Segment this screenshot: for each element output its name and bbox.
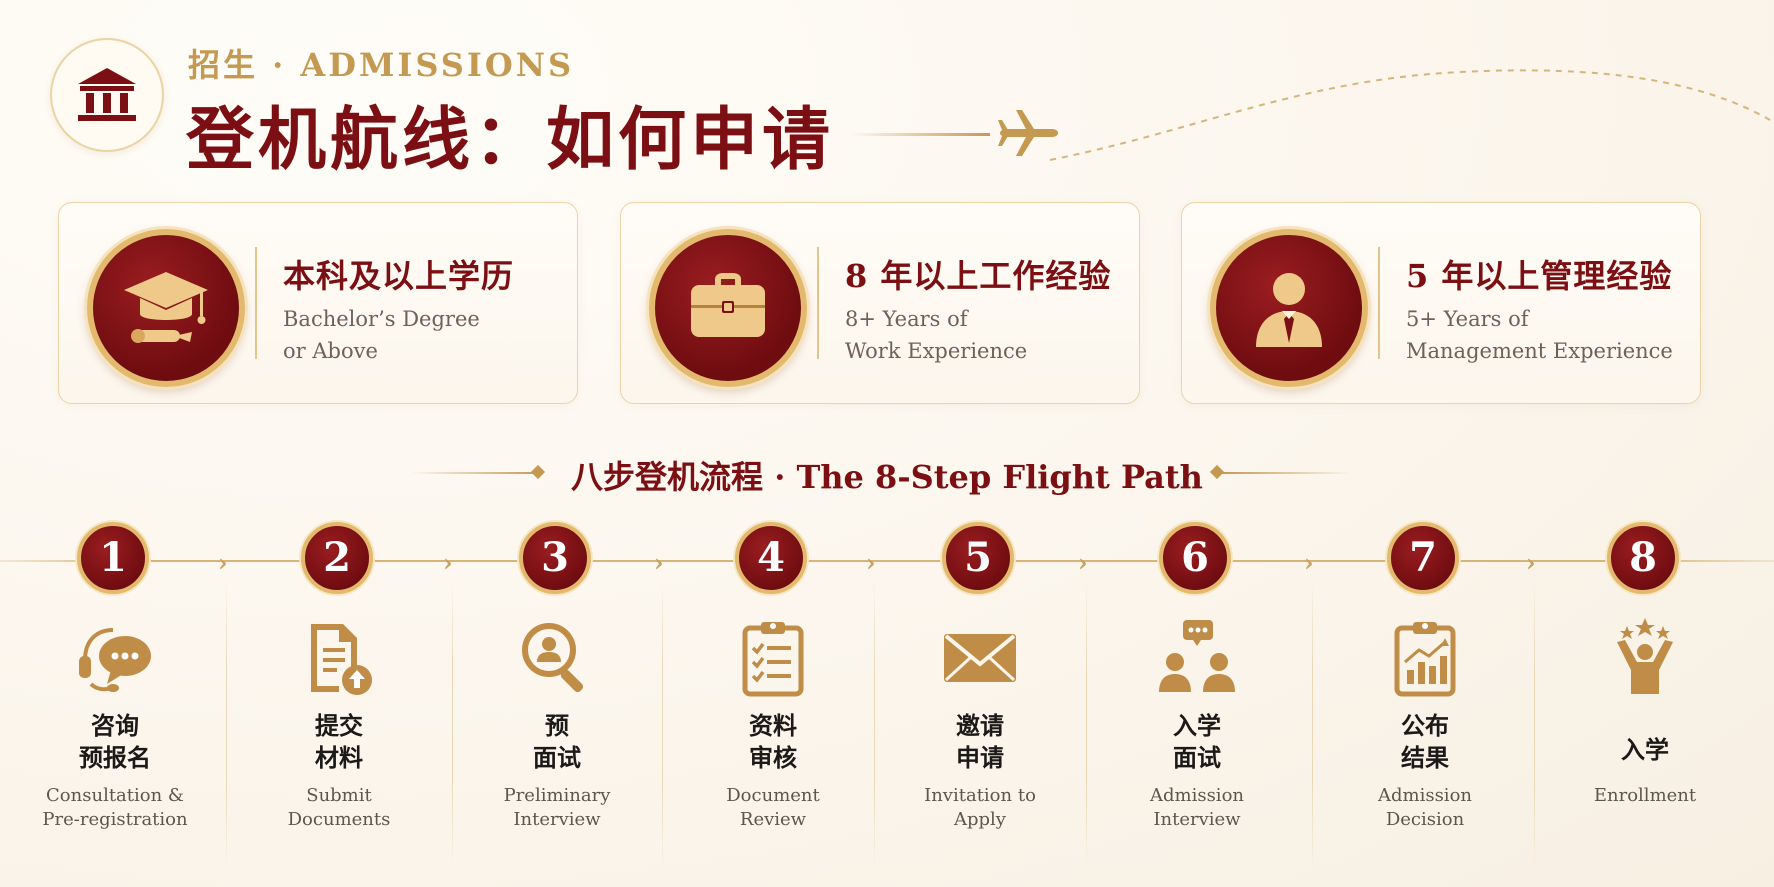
requirement-subtitle: 8+ Years of Work Experience <box>845 307 1028 363</box>
requirement-card-management-experience: 5 年以上管理经验 5+ Years of Management Experie… <box>1181 202 1701 404</box>
card-divider <box>255 247 257 359</box>
requirement-title: 5 年以上管理经验 <box>1406 257 1673 295</box>
step-title: 提交 材料 <box>315 711 363 772</box>
requirement-title: 8 年以上工作经验 <box>845 257 1112 295</box>
timeline-track <box>0 560 1774 562</box>
section-line-left <box>410 472 540 474</box>
step-number-badge: 8 <box>1607 522 1679 594</box>
requirement-medal <box>649 229 807 387</box>
headset-chat-icon <box>79 628 151 692</box>
chevron-right-icon: › <box>1078 548 1088 577</box>
step-caption: Consultation & Pre-registration <box>42 785 188 830</box>
column-separator <box>1312 580 1313 870</box>
step-caption: Document Review <box>726 785 820 830</box>
graduation-cap-icon <box>124 272 208 343</box>
step-number-badge: 6 <box>1159 522 1231 594</box>
eyebrow-label: 招生 · ADMISSIONS <box>188 46 575 84</box>
celebration-stars-icon <box>1617 618 1673 694</box>
chevron-right-icon: › <box>1304 548 1314 577</box>
step-number-badge: 3 <box>519 522 591 594</box>
requirement-subtitle: 5+ Years of Management Experience <box>1406 307 1673 363</box>
step-caption: Admission Interview <box>1149 785 1244 830</box>
step-caption: Preliminary Interview <box>503 785 611 830</box>
requirement-title: 本科及以上学历 <box>283 257 515 295</box>
briefcase-icon <box>691 273 765 337</box>
envelope-icon <box>944 634 1016 682</box>
section-line-right <box>1222 472 1352 474</box>
step-number-badge: 2 <box>301 522 373 594</box>
step-title: 公布 结果 <box>1401 711 1449 772</box>
document-upload-icon <box>311 624 372 695</box>
column-separator <box>226 580 227 870</box>
chevron-right-icon: › <box>443 548 453 577</box>
step-number-badge: 1 <box>77 522 149 594</box>
step-caption: Submit Documents <box>287 785 391 830</box>
checklist-clipboard-icon <box>742 622 804 697</box>
column-separator <box>874 580 875 870</box>
requirement-medal <box>1210 229 1368 387</box>
step-title: 入学 面试 <box>1173 711 1221 772</box>
institution-icon <box>78 68 136 121</box>
requirement-card-work-experience: 8 年以上工作经验 8+ Years of Work Experience <box>620 202 1140 404</box>
requirement-subtitle: Bachelor’s Degree or Above <box>283 307 480 363</box>
step-caption: Enrollment <box>1593 785 1697 806</box>
step-caption: Invitation to Apply <box>924 785 1036 830</box>
column-separator <box>1086 580 1087 870</box>
step-title: 资料 审核 <box>749 711 797 772</box>
card-divider <box>817 247 819 359</box>
chevron-right-icon: › <box>866 548 876 577</box>
search-person-icon <box>522 623 584 693</box>
title-flight-line <box>850 133 990 136</box>
interview-people-icon <box>1159 620 1235 692</box>
step-title: 邀请 申请 <box>956 711 1004 772</box>
step-title: 入学 <box>1621 735 1669 764</box>
chevron-right-icon: › <box>218 548 228 577</box>
section-title: 八步登机流程 · The 8-Step Flight Path <box>571 458 1203 496</box>
page-title: 登机航线：如何申请 <box>186 100 835 180</box>
column-separator <box>662 580 663 870</box>
chevron-right-icon: › <box>654 548 664 577</box>
manager-icon <box>1256 273 1322 347</box>
step-number-badge: 4 <box>735 522 807 594</box>
step-caption: Admission Decision <box>1377 785 1472 830</box>
logo-badge <box>50 38 164 152</box>
chart-clipboard-icon <box>1394 622 1456 697</box>
requirement-medal <box>87 229 245 387</box>
airplane-icon <box>998 110 1058 156</box>
flight-path-curve <box>1049 69 1771 161</box>
step-title: 预 面试 <box>533 711 581 772</box>
column-separator <box>452 580 453 870</box>
step-number-badge: 7 <box>1387 522 1459 594</box>
step-title: 咨询 预报名 <box>79 711 151 772</box>
requirement-card-degree: 本科及以上学历 Bachelor’s Degree or Above <box>58 202 578 404</box>
step-number-badge: 5 <box>942 522 1014 594</box>
column-separator <box>1534 580 1535 870</box>
card-divider <box>1378 247 1380 359</box>
chevron-right-icon: › <box>1526 548 1536 577</box>
